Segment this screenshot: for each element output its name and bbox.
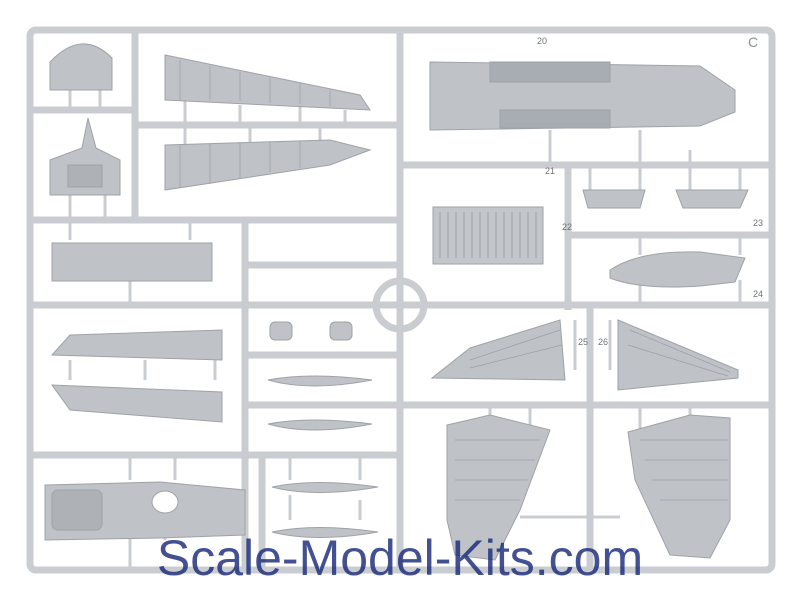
side-panel-part [51, 242, 213, 282]
part-number-label: 22 [562, 222, 572, 232]
part-number-label: 20 [537, 36, 547, 46]
rudder-left-part [446, 414, 551, 561]
sprue-runners [26, 26, 776, 574]
part-details [179, 60, 731, 501]
watermark-text: Scale-Model-Kits.com [156, 530, 644, 586]
wing-panel-upper-part [50, 329, 223, 361]
part-number-tags: 20 21 22 23 24 25 26 [537, 36, 763, 347]
flap-small-left-part [582, 189, 646, 209]
wing-right-part [617, 319, 739, 391]
center-ring [372, 277, 428, 333]
part-number-label: 25 [578, 337, 588, 347]
plastic-parts [44, 43, 749, 561]
tailplane-lower-part [164, 139, 372, 191]
flap-small-right-part [675, 189, 749, 209]
rudder-right-part [627, 414, 731, 559]
drop-tank-part [609, 251, 746, 288]
part-number-label: 23 [753, 218, 763, 228]
wing-left-part [430, 319, 566, 381]
sprue-letter-label: C [748, 34, 758, 50]
part-number-label: 21 [545, 166, 555, 176]
instrument-panel-part [49, 43, 113, 91]
tailplane-upper-part [164, 54, 371, 111]
part-number-label: 24 [753, 289, 763, 299]
part-number-label: 26 [598, 337, 608, 347]
wing-panel-lower-part [50, 384, 223, 423]
